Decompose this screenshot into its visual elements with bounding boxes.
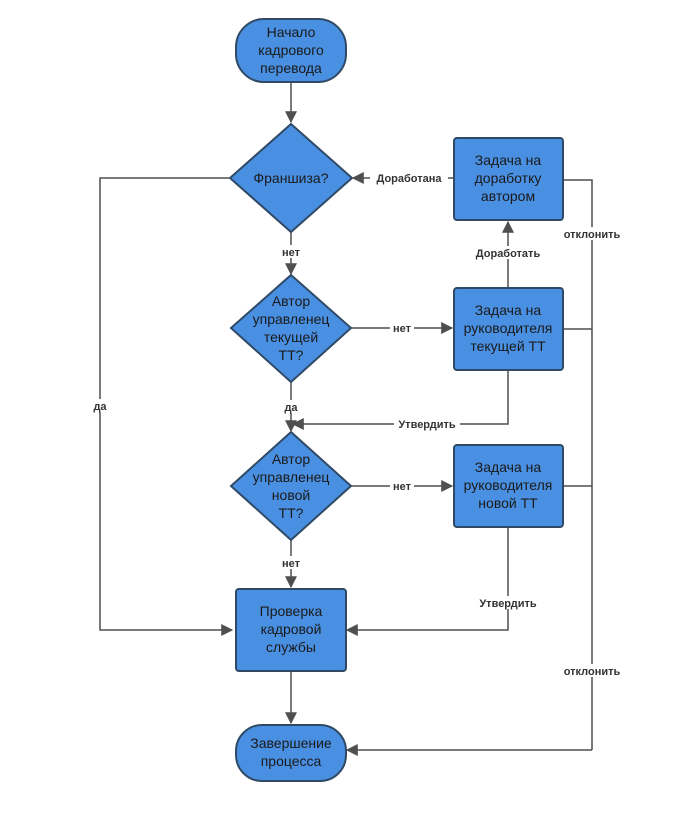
node-text-line: управленец — [253, 311, 330, 327]
author-new-decision — [229, 430, 353, 542]
start-label: Начало кадрового перевода — [258, 24, 324, 76]
task-author-label: Задача на доработку автором — [475, 152, 542, 204]
hr-check-box — [235, 588, 347, 672]
node-text-line: Задача на — [475, 459, 542, 475]
edge-task-new-approve — [345, 527, 509, 636]
node-text-line: доработку — [475, 170, 542, 186]
node-text-line: новой — [272, 487, 310, 503]
edge-franchise-to-hr-check — [99, 177, 234, 636]
label-approve-new: Утвердить — [479, 598, 537, 610]
franchise-decision — [228, 122, 354, 234]
edge-reject-task-author — [563, 179, 593, 750]
task-new-label: Задача на руководителя новой ТТ — [464, 459, 553, 511]
label-franchise-no: нет — [282, 247, 301, 259]
end-terminal — [235, 724, 347, 782]
label-revise: Доработать — [476, 248, 541, 260]
node-text-line: Задача на — [475, 152, 542, 168]
node-text-line: Франшиза? — [254, 170, 329, 186]
node-text-line: руководителя — [464, 320, 553, 336]
node-text-line: кадровой — [261, 621, 322, 637]
label-new-no-right: нет — [393, 481, 412, 493]
node-text-line: текущей ТТ — [470, 338, 546, 354]
node-text-line: Завершение — [250, 735, 332, 751]
node-text-line: управленец — [253, 469, 330, 485]
node-text-line: Начало — [267, 24, 316, 40]
label-current-no: нет — [393, 323, 412, 335]
node-text-line: службы — [266, 639, 316, 655]
task-current-box — [453, 287, 564, 371]
node-text-line: новой ТТ — [478, 495, 538, 511]
label-current-yes: да — [284, 402, 298, 414]
task-author-box — [453, 137, 564, 221]
hr-check-label: Проверка кадровой службы — [260, 603, 323, 655]
label-reject-bottom: отклонить — [564, 666, 621, 678]
node-text-line: ТТ? — [279, 505, 304, 521]
node-text-line: ТТ? — [279, 347, 304, 363]
start-terminal — [235, 18, 347, 83]
end-label: Завершение процесса — [250, 735, 332, 769]
label-approve-current: Утвердить — [398, 419, 456, 431]
node-text-line: Автор — [272, 293, 311, 309]
label-new-no-down: нет — [282, 558, 301, 570]
node-text-line: Задача на — [475, 302, 542, 318]
label-franchise-yes: да — [93, 401, 107, 413]
edge-task-current-approve — [291, 370, 509, 430]
task-new-box — [453, 444, 564, 528]
node-text-line: Автор — [272, 451, 311, 467]
node-text-line: перевода — [260, 60, 322, 76]
node-text-line: процесса — [261, 753, 322, 769]
task-current-label: Задача на руководителя текущей ТТ — [464, 302, 553, 354]
node-text-line: автором — [481, 188, 535, 204]
node-text-line: руководителя — [464, 477, 553, 493]
node-text-line: кадрового — [258, 42, 324, 58]
franchise-label: Франшиза? — [254, 170, 329, 186]
label-reject-top: отклонить — [564, 229, 621, 241]
author-current-decision — [229, 273, 353, 384]
node-text-line: Проверка — [260, 603, 323, 619]
label-revised: Доработана — [376, 173, 442, 185]
node-text-line: текущей — [264, 329, 318, 345]
